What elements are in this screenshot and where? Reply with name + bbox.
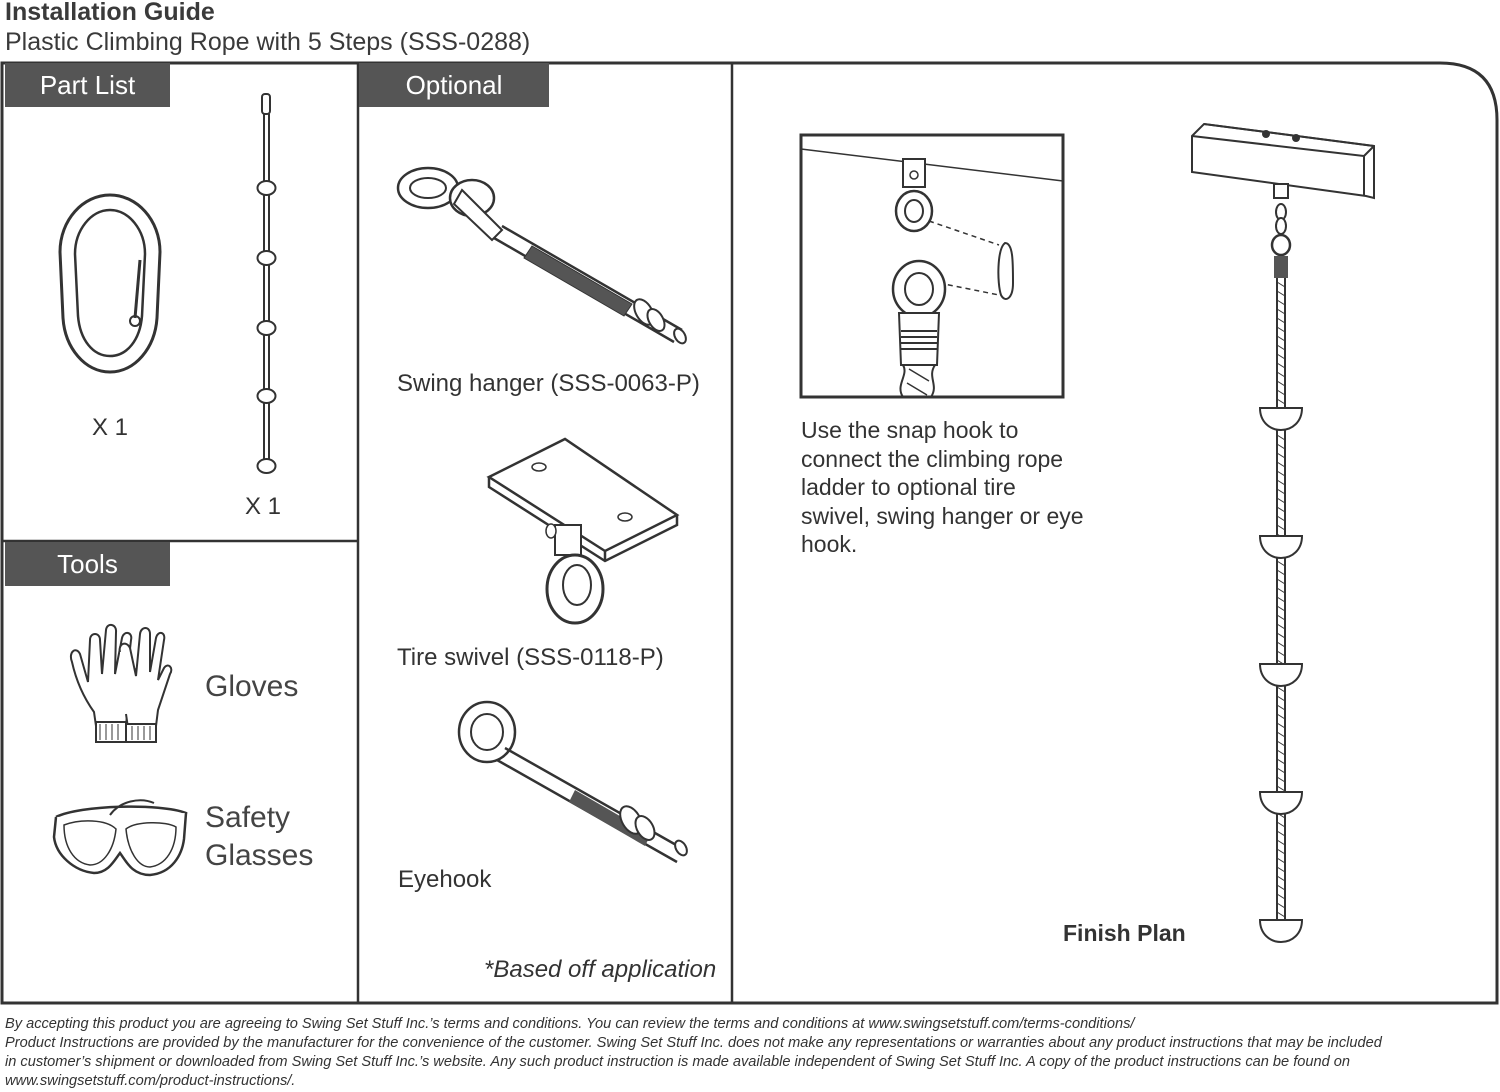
disclaimer-line-3: in customer’s shipment or downloaded fro… (5, 1054, 1350, 1070)
disclaimer: By accepting this product you are agreei… (5, 1015, 1495, 1091)
connection-detail-illustration (799, 133, 1065, 399)
snap-hook-icon (58, 193, 162, 374)
climbing-rope-icon (256, 93, 277, 474)
safety-glasses-label-line1: Safety (205, 801, 291, 834)
part-list-heading: Part List (39, 69, 136, 100)
disclaimer-line-1: By accepting this product you are agreei… (5, 1016, 1135, 1032)
rope-step (256, 180, 277, 196)
rope-step (1258, 919, 1304, 944)
swing-hanger-label: Swing hanger (SSS-0063-P) (397, 370, 700, 397)
rope-step (1258, 407, 1304, 432)
rope-step (1258, 791, 1304, 816)
tools-heading: Tools (57, 548, 118, 579)
eyehook-label: Eyehook (398, 866, 492, 893)
tire-swivel-label: Tire swivel (SSS-0118-P) (397, 644, 664, 671)
safety-glasses-label: Safety Glasses (205, 799, 313, 875)
rope-step (256, 320, 277, 336)
snap-hook-quantity: X 1 (92, 414, 129, 441)
gloves-icon (70, 624, 173, 743)
tools-header: Tools (5, 542, 170, 586)
gloves-label: Gloves (205, 670, 299, 703)
optional-heading: Optional (405, 69, 503, 100)
rope-step (256, 388, 277, 404)
rope-step (256, 250, 277, 266)
optional-header: Optional (359, 63, 549, 107)
finish-plan-caption: Finish Plan (1063, 920, 1186, 946)
safety-glasses-label-line2: Glasses (205, 839, 314, 872)
disclaimer-line-2: Product Instructions are provided by the… (5, 1035, 1382, 1051)
tire-swivel-icon (486, 437, 680, 625)
finish-plan-illustration (1191, 122, 1375, 944)
finish-instruction: Use the snap hook to connect the climbin… (801, 417, 1084, 557)
page-subtitle: Plastic Climbing Rope with 5 Steps (SSS-… (5, 28, 531, 56)
part-list-header: Part List (5, 63, 170, 107)
rope-step (1258, 663, 1304, 688)
optional-footnote: *Based off application (484, 956, 717, 983)
rope-step (1258, 535, 1304, 560)
swing-hanger-icon (396, 166, 687, 345)
safety-glasses-icon (52, 799, 188, 877)
eyehook-icon (457, 700, 688, 864)
guide-frame (0, 61, 1499, 1005)
rope-step (256, 458, 277, 474)
disclaimer-line-4: www.swingsetstuff.com/product-instructio… (5, 1073, 296, 1089)
page-title: Installation Guide (5, 0, 215, 26)
rope-quantity: X 1 (245, 493, 282, 520)
